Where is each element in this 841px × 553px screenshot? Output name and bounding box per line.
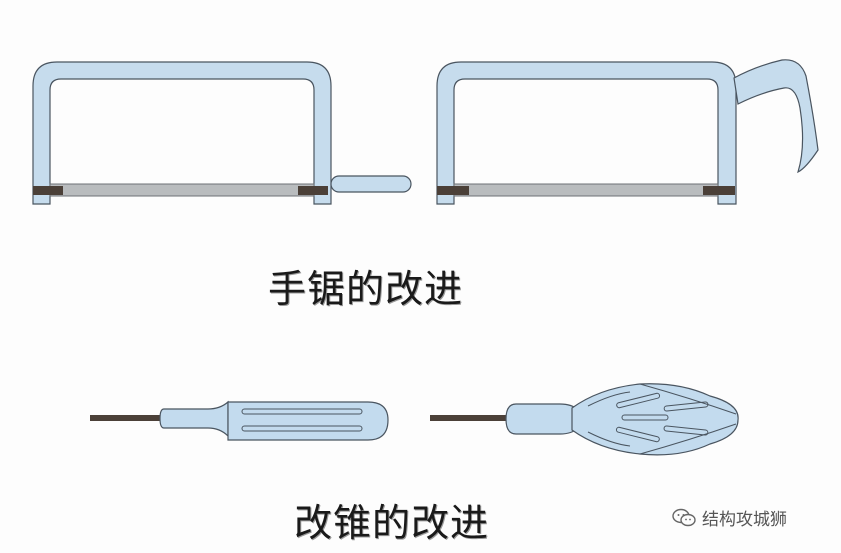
screwdriver-improved bbox=[430, 383, 739, 456]
watermark-text: 结构攻城狮 bbox=[702, 510, 787, 530]
wechat-icon bbox=[672, 508, 696, 526]
screwdriver-ferrule bbox=[505, 403, 579, 435]
handle-groove bbox=[663, 425, 709, 436]
handle-groove bbox=[616, 392, 661, 409]
screwdriver-ferrule bbox=[159, 400, 229, 438]
saw-blade bbox=[453, 183, 719, 197]
hand-saw-improved bbox=[436, 59, 819, 205]
screwdriver-caption: 改锥的改进 bbox=[294, 501, 490, 545]
screwdriver-original bbox=[90, 400, 389, 441]
blade-clamp-left bbox=[33, 186, 63, 195]
hand-saw-original bbox=[32, 61, 412, 205]
watermark: 结构攻城狮 bbox=[672, 505, 787, 530]
handle-groove bbox=[241, 408, 363, 415]
handle-rib bbox=[639, 423, 737, 455]
saw-hook-handle bbox=[733, 59, 819, 174]
saw-caption: 手锯的改进 bbox=[268, 267, 464, 311]
screwdriver-shaft bbox=[90, 415, 166, 421]
screwdriver-bulb-handle bbox=[571, 383, 739, 456]
handle-groove bbox=[615, 426, 660, 443]
handle-rib bbox=[587, 391, 631, 407]
blade-clamp-right bbox=[298, 186, 328, 195]
saw-handle bbox=[330, 175, 412, 193]
handle-rib bbox=[587, 431, 631, 447]
handle-rib bbox=[639, 383, 737, 415]
saw-blade bbox=[49, 183, 315, 197]
screwdriver-handle bbox=[227, 401, 389, 441]
saw-frame bbox=[32, 61, 332, 205]
saw-frame bbox=[436, 61, 737, 205]
handle-groove bbox=[621, 414, 669, 421]
blade-clamp-right bbox=[703, 186, 735, 195]
screwdriver-shaft bbox=[430, 415, 510, 421]
handle-groove bbox=[241, 425, 363, 432]
blade-clamp-left bbox=[437, 186, 469, 195]
